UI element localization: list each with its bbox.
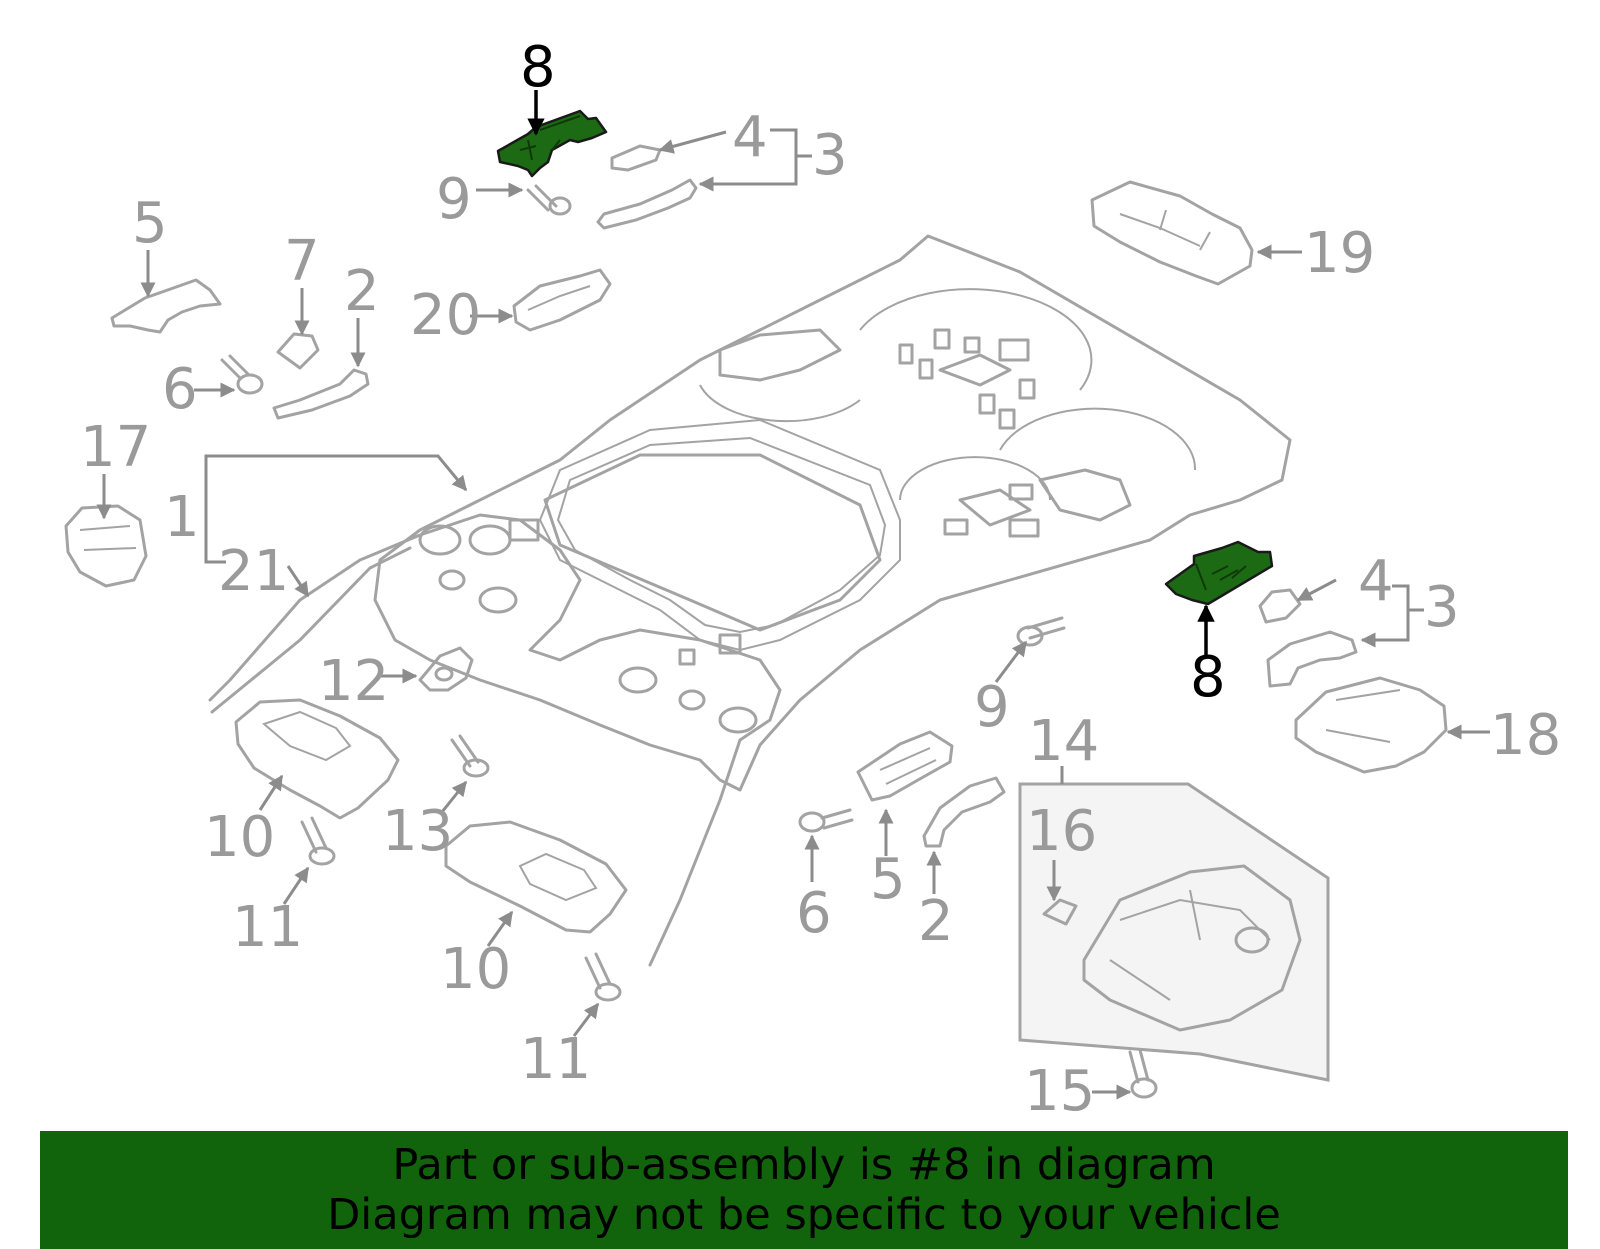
callout-16: 16	[1026, 799, 1097, 864]
part-13-screw	[450, 734, 490, 778]
info-banner: Part or sub-assembly is #8 in diagram Di…	[40, 1131, 1568, 1249]
callout-8-top: 8	[520, 35, 556, 100]
callout-18: 18	[1490, 703, 1561, 768]
part-4-cover-right	[1258, 588, 1302, 624]
callout-13: 13	[382, 799, 453, 864]
part-19-console	[1090, 180, 1254, 286]
part-15-screw	[1128, 1048, 1158, 1099]
part-20-lamp	[512, 268, 612, 332]
part-8-handle-bracket-right	[1164, 540, 1274, 606]
part-2-grab-handle-left	[272, 368, 370, 420]
callout-17: 17	[80, 415, 151, 480]
part-12-sensor	[418, 646, 474, 692]
part-14-assembly-box	[1018, 782, 1330, 1082]
callout-5-left: 5	[132, 191, 168, 256]
callout-6-left: 6	[162, 357, 198, 422]
callout-11-upper: 11	[232, 895, 303, 960]
callout-8-right: 8	[1190, 645, 1226, 710]
callout-2-right: 2	[918, 889, 954, 954]
callout-6-right: 6	[796, 881, 832, 946]
part-10-sun-visor-right	[444, 820, 628, 934]
part-7-clip	[276, 332, 320, 370]
part-8-handle-bracket-top	[496, 109, 608, 178]
part-9-bolt-right	[1016, 616, 1066, 647]
callout-9-right: 9	[974, 675, 1010, 740]
callout-3-top: 3	[812, 123, 848, 188]
callout-2-left: 2	[344, 259, 380, 324]
callout-9-top: 9	[436, 167, 472, 232]
banner-line-2: Diagram may not be specific to your vehi…	[327, 1190, 1281, 1240]
callout-4-top: 4	[732, 105, 768, 170]
callout-21: 21	[218, 539, 289, 604]
part-16-clip	[1042, 898, 1078, 926]
callout-10-lower: 10	[440, 937, 511, 1002]
callout-10-upper: 10	[204, 805, 275, 870]
part-2-grab-handle-right	[922, 776, 1006, 848]
part-4-cover-top	[610, 144, 662, 172]
part-3-grab-handle-right	[1266, 630, 1358, 688]
part-11-screw-lower	[584, 952, 622, 1002]
callout-15: 15	[1024, 1059, 1095, 1124]
callout-12: 12	[318, 649, 389, 714]
part-11-screw-upper	[300, 816, 336, 866]
callout-14: 14	[1028, 709, 1099, 774]
callout-3-right: 3	[1424, 575, 1460, 640]
part-17-speaker	[64, 504, 148, 588]
callout-19: 19	[1304, 221, 1375, 286]
banner-line-1: Part or sub-assembly is #8 in diagram	[392, 1140, 1216, 1190]
callout-labels: 8 4 3 9 5 7 2 20 6 19 17 1 21 4 3 8 12 9…	[80, 35, 1561, 1124]
part-18-dome-lamp	[1294, 676, 1448, 774]
part-5-bracket-right	[856, 730, 954, 802]
callout-7: 7	[284, 229, 320, 294]
callout-1: 1	[164, 485, 200, 550]
part-5-bracket-left	[110, 278, 222, 334]
callout-4-right: 4	[1358, 549, 1394, 614]
headliner-panel	[208, 234, 1292, 967]
part-3-grab-handle-top	[596, 178, 698, 230]
part-6-bolt-left	[220, 354, 264, 395]
callout-20: 20	[410, 283, 481, 348]
part-6-bolt-right	[798, 808, 854, 833]
part-9-bolt-top	[526, 184, 572, 216]
part-14-overhead-console	[1082, 864, 1302, 1032]
callout-11-lower: 11	[520, 1027, 591, 1092]
leader-lines	[96, 90, 1490, 1100]
part-21-harness	[210, 546, 412, 714]
part-10-sun-visor-left	[234, 698, 400, 820]
callout-5-right: 5	[870, 847, 906, 912]
